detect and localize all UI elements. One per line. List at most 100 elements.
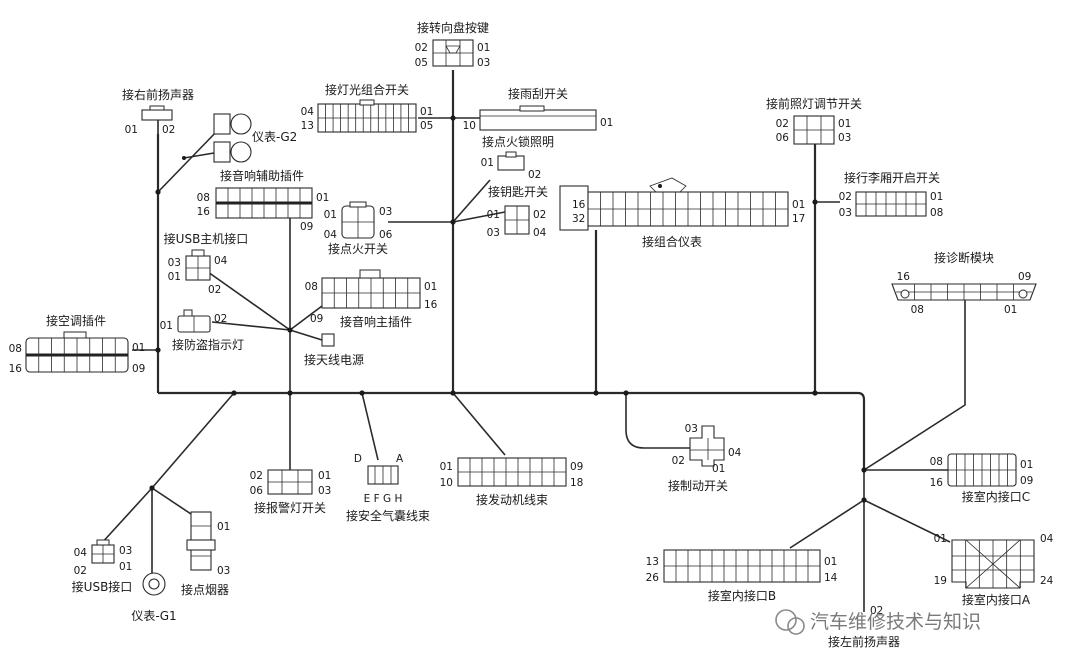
svg-text:01: 01 [316,192,329,204]
svg-text:01: 01 [487,209,500,221]
svg-text:03: 03 [168,257,181,269]
svg-text:04: 04 [74,547,88,559]
svg-text:03: 03 [477,57,490,69]
connector-usb-host: 接USB主机接口 03 04 01 02 [164,231,249,296]
connector-antenna-power: 接天线电源 [304,333,364,367]
svg-text:16: 16 [897,271,911,283]
svg-text:01: 01 [792,199,805,211]
svg-text:接左前扬声器: 接左前扬声器 [828,634,900,649]
svg-text:接室内接口A: 接室内接口A [962,592,1031,607]
connector-brake-switch: 接制动开关 03 02 04 01 [668,423,742,493]
svg-text:接前照灯调节开关: 接前照灯调节开关 [766,96,862,111]
svg-text:仪表-G1: 仪表-G1 [131,609,176,623]
svg-text:18: 18 [570,477,583,489]
svg-text:A: A [396,453,404,465]
svg-text:04: 04 [324,229,338,241]
svg-text:01: 01 [481,157,494,169]
svg-text:接发动机线束: 接发动机线束 [476,492,548,507]
svg-text:02: 02 [214,313,227,325]
connector-room-b: 接室内接口B 13 01 26 14 [646,549,838,603]
svg-text:接钥匙开关: 接钥匙开关 [488,184,548,199]
svg-text:16: 16 [9,363,23,375]
svg-text:08: 08 [930,456,943,468]
connector-airbag: 接安全气囊线束 D A E F G H [346,453,430,523]
svg-text:接点烟器: 接点烟器 [181,582,229,597]
svg-text:10: 10 [440,477,453,489]
svg-text:09: 09 [570,461,583,473]
svg-text:03: 03 [685,423,698,435]
connector-gauge-g2: 仪表-G2 [213,113,297,163]
connector-room-c: 接室内接口C 08 01 16 09 [930,453,1033,504]
svg-text:接雨刮开关: 接雨刮开关 [508,86,568,101]
svg-text:02: 02 [870,605,883,617]
svg-text:02: 02 [533,209,546,221]
svg-text:08: 08 [930,207,943,219]
svg-text:01: 01 [600,117,613,129]
svg-text:13: 13 [646,556,659,568]
label-turn-buttons: 接转向盘按键 [417,20,489,35]
svg-text:01: 01 [119,561,132,573]
connector-turn-buttons: 接转向盘按键 02 01 05 03 [415,20,491,69]
svg-text:01: 01 [1004,304,1017,316]
svg-text:16: 16 [424,299,438,311]
svg-text:19: 19 [934,575,947,587]
svg-text:32: 32 [572,213,585,225]
svg-text:05: 05 [415,57,428,69]
svg-text:16: 16 [572,199,586,211]
svg-text:E F G H: E F G H [364,493,403,505]
connector-antitheft-lamp: 接防盗指示灯 01 02 [160,309,244,352]
svg-text:01: 01 [824,556,837,568]
svg-text:01: 01 [324,209,337,221]
svg-text:接音响辅助插件: 接音响辅助插件 [220,168,304,183]
svg-text:03: 03 [487,227,500,239]
svg-text:08: 08 [305,281,318,293]
svg-text:接室内接口B: 接室内接口B [708,588,776,603]
svg-text:09: 09 [300,221,313,233]
svg-text:09: 09 [1020,475,1033,487]
svg-text:14: 14 [824,572,838,584]
svg-text:17: 17 [792,213,805,225]
connector-audio-main: 接音响主插件 08 01 09 16 [305,269,438,329]
svg-text:09: 09 [132,363,145,375]
svg-text:01: 01 [217,521,230,533]
svg-text:接右前扬声器: 接右前扬声器 [122,87,194,102]
svg-text:接USB主机接口: 接USB主机接口 [164,231,249,246]
watermark: 汽车维修技术与知识 [775,609,981,635]
svg-text:03: 03 [217,565,230,577]
svg-text:02: 02 [74,565,87,577]
svg-text:16: 16 [930,477,944,489]
svg-text:02: 02 [528,169,541,181]
connector-audio-aux: 接音响辅助插件 08 01 16 09 [197,168,330,233]
connector-ignition-switch: 接点火开关 01 03 04 06 [324,201,393,256]
connector-cluster: 接组合仪表 16 32 01 17 [559,177,805,249]
svg-text:08: 08 [911,304,924,316]
svg-text:D: D [354,453,362,465]
svg-text:01: 01 [420,106,433,118]
connector-rf-speaker: 接右前扬声器 01 02 [122,87,194,136]
svg-text:接点火开关: 接点火开关 [328,241,388,256]
svg-text:02: 02 [415,42,428,54]
harness-wires [99,70,966,612]
svg-text:03: 03 [379,206,392,218]
watermark-text: 汽车维修技术与知识 [810,611,981,633]
svg-text:02: 02 [250,470,263,482]
svg-text:03: 03 [119,545,132,557]
connector-engine: 接发动机线束 01 09 10 18 [440,457,583,507]
svg-text:04: 04 [214,255,228,267]
svg-text:接防盗指示灯: 接防盗指示灯 [172,337,244,352]
svg-text:06: 06 [776,132,790,144]
connector-usb-port: 接USB接口 04 03 02 01 [72,539,132,594]
connector-headlamp-adjust: 接前照灯调节开关 02 01 06 03 [766,96,862,145]
svg-text:04: 04 [728,447,742,459]
connector-hazard-switch: 接报警灯开关 02 01 06 03 [250,469,331,515]
svg-text:04: 04 [533,227,547,239]
svg-text:05: 05 [420,120,433,132]
svg-text:接行李厢开启开关: 接行李厢开启开关 [844,170,940,185]
connector-ac: 接空调插件 08 01 16 09 [9,313,146,375]
svg-text:13: 13 [301,120,314,132]
svg-text:01: 01 [424,281,437,293]
svg-text:24: 24 [1040,575,1054,587]
svg-text:03: 03 [838,132,851,144]
